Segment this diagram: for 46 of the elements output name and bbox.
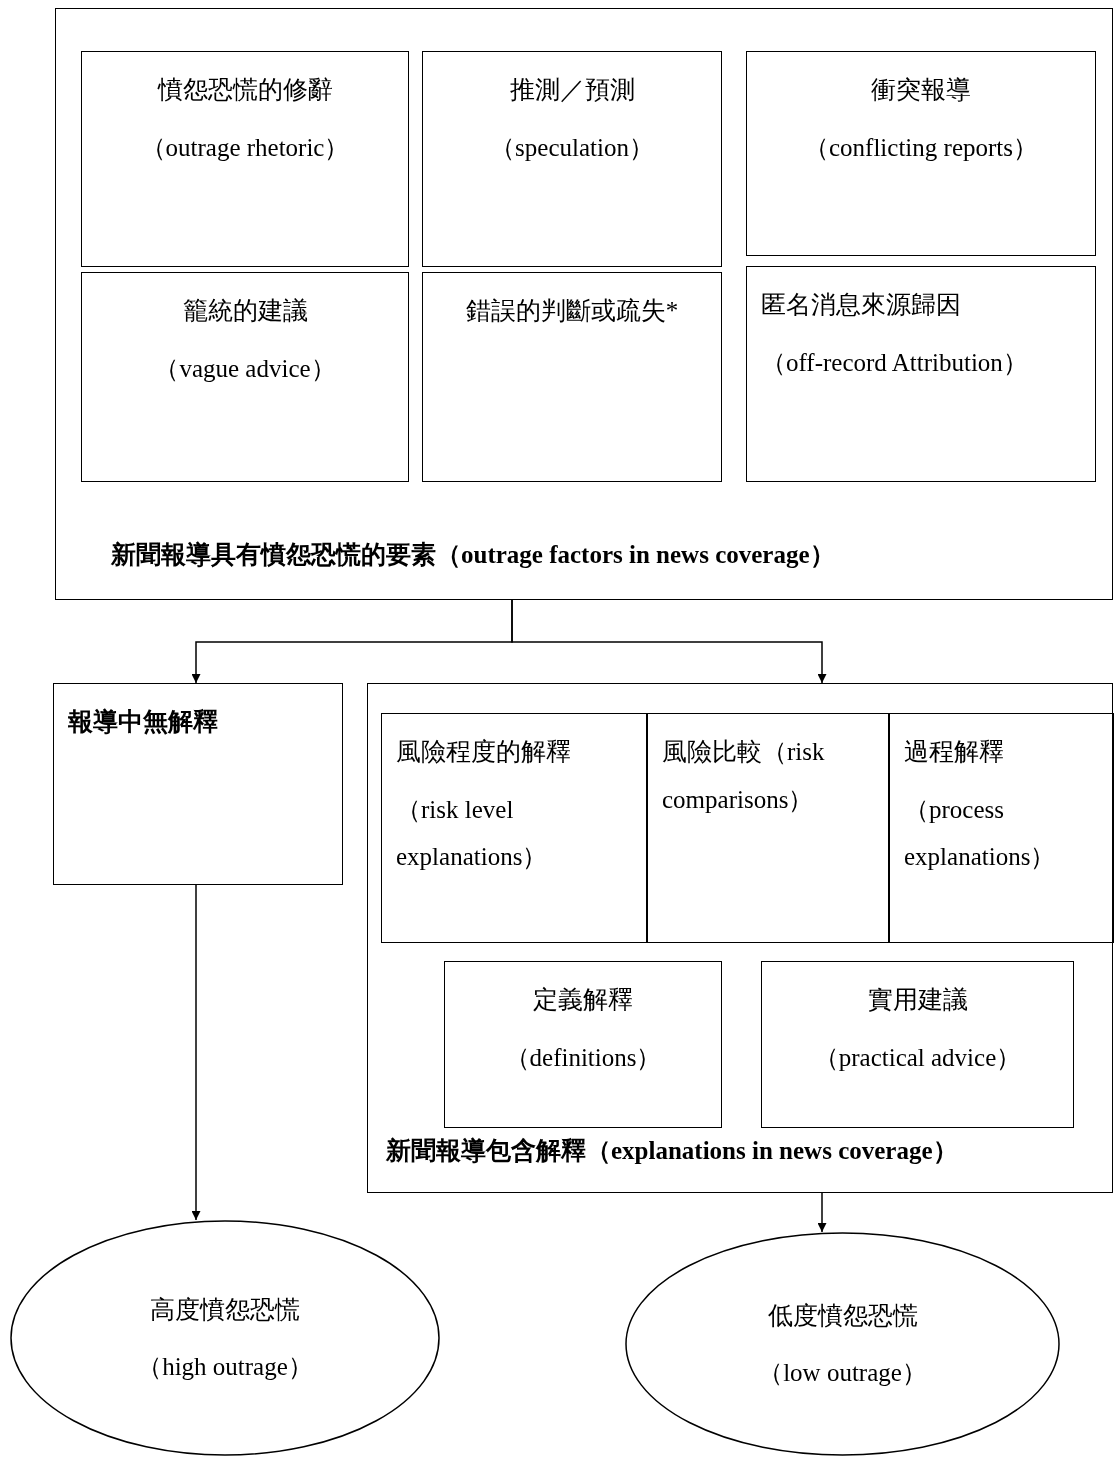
node-subtitle: （definitions）: [504, 1042, 662, 1073]
node-title: 高度憤怨恐慌: [150, 1294, 300, 1325]
node-title: 推測／預測: [509, 75, 635, 105]
arrow: [511, 599, 827, 684]
node-subtitle: （risk level explanations）: [396, 794, 549, 872]
node-subtitle: （speculation）: [490, 132, 654, 163]
node-title: 定義解釋: [533, 985, 633, 1015]
node-title: 過程解釋: [904, 737, 1004, 767]
arrow: [191, 884, 201, 1221]
factor-box: [889, 713, 1114, 943]
factor-box: [81, 272, 409, 482]
factor-box: [81, 51, 409, 267]
node-subtitle: （practical advice）: [813, 1042, 1022, 1073]
node-title: 錯誤的判斷或疏失*: [465, 296, 679, 326]
factor-box: [53, 683, 343, 885]
node-title: 實用建議: [867, 985, 968, 1015]
node-title: 風險程度的解釋: [396, 737, 571, 767]
node-title: 低度憤怨恐慌: [767, 1300, 918, 1331]
factor-box: [746, 266, 1096, 482]
factor-box: [746, 51, 1096, 256]
node-subtitle: （process explanations）: [904, 794, 1057, 872]
factor-box: [761, 961, 1074, 1128]
outcome-ellipse: [625, 1232, 1060, 1456]
factor-box: [381, 713, 647, 943]
factor-box: [422, 272, 722, 482]
node-subtitle: （low outrage）: [758, 1358, 927, 1388]
node-title: 憤怨恐慌的修辭: [157, 75, 333, 105]
node-title: 風險比較（risk comparisons）: [662, 737, 826, 815]
group-box: [367, 683, 1113, 1193]
group-heading: 新聞報導包含解釋（explanations in news coverage）: [386, 1136, 958, 1166]
node-subtitle: （outrage rhetoric）: [140, 132, 350, 163]
factor-box: [444, 961, 722, 1128]
group-box: [55, 8, 1113, 600]
outcome-ellipse: [10, 1220, 440, 1456]
node-title: 衝突報導: [871, 75, 971, 105]
node-subtitle: （off-record Attribution）: [761, 347, 1028, 378]
group-heading: 新聞報導具有憤怨恐慌的要素（outrage factors in news coverage）: [111, 540, 835, 570]
factor-box: [647, 713, 889, 943]
node-subtitle: （high outrage）: [137, 1352, 313, 1382]
node-title: 匿名消息來源歸因: [761, 290, 961, 320]
node-title: 籠統的建議: [182, 296, 308, 326]
node-title: 報導中無解釋: [68, 707, 218, 737]
arrow: [817, 1192, 827, 1233]
node-subtitle: （conflicting reports）: [804, 132, 1038, 163]
node-subtitle: （vague advice）: [154, 353, 336, 384]
factor-box: [422, 51, 722, 267]
